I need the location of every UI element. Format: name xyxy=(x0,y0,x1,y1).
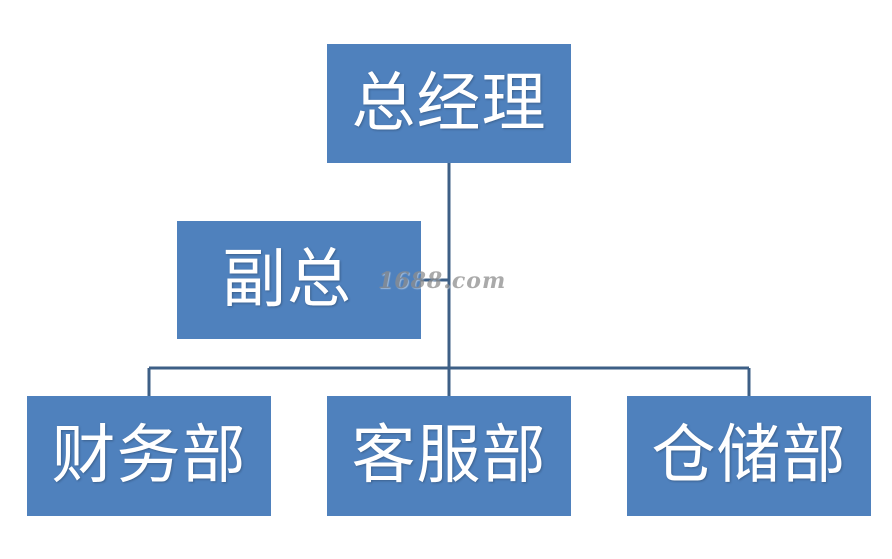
customer-service-label: 客服部 xyxy=(351,419,547,493)
customer-service-node: 客服部 xyxy=(327,396,571,516)
storage-node: 仓储部 xyxy=(627,396,871,516)
finance-node: 财务部 xyxy=(27,396,271,516)
general-manager-node: 总经理 xyxy=(327,44,571,163)
deputy-label: 副总 xyxy=(222,243,352,317)
deputy-node: 副总 xyxy=(177,221,421,339)
general-manager-label: 总经理 xyxy=(351,66,547,141)
finance-label: 财务部 xyxy=(51,419,247,493)
watermark-text: 1688.com xyxy=(378,268,507,294)
storage-label: 仓储部 xyxy=(651,419,847,493)
